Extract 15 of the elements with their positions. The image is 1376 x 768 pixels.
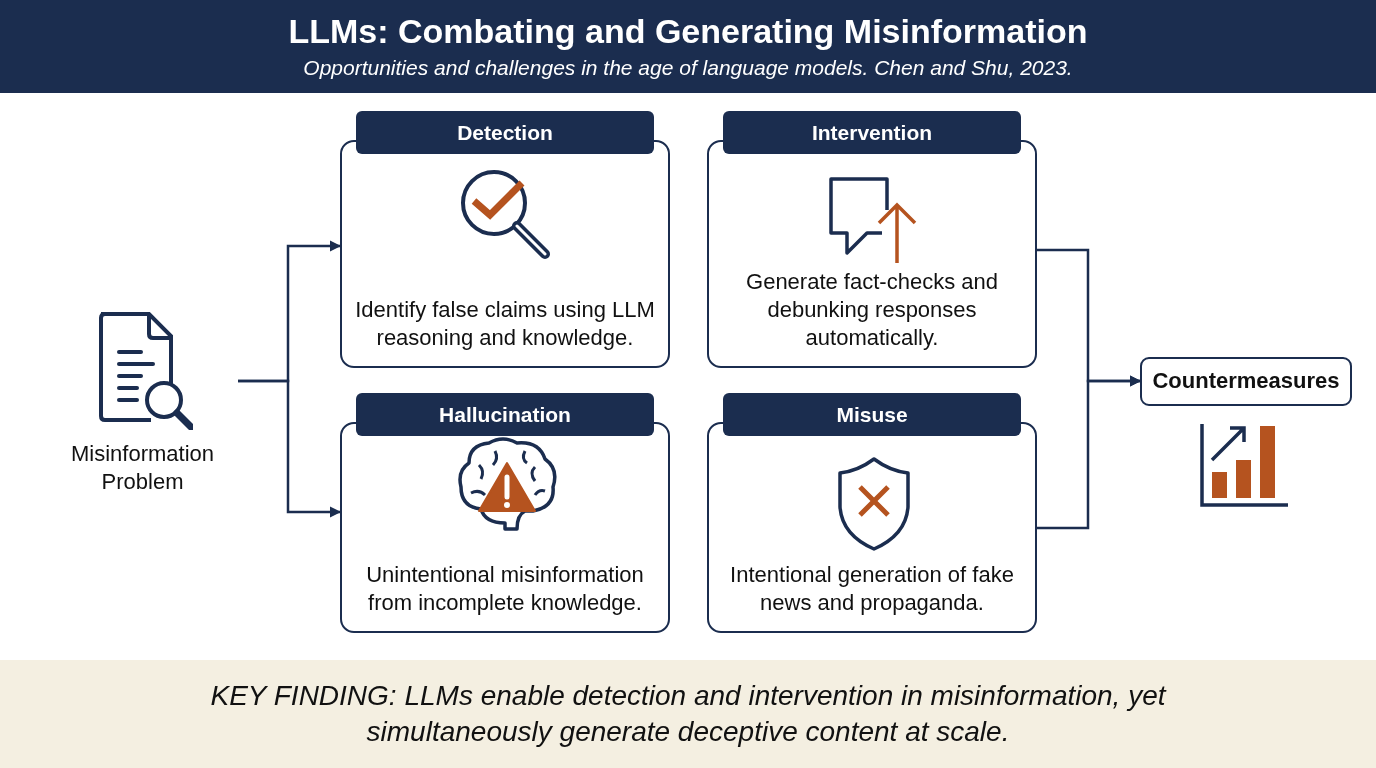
key-finding: KEY FINDING: LLMs enable detection and intervention in misinformation, yet simultaneously generate deceptive content at scale. [209,679,1168,749]
card-description: Generate fact-checks and debunking responses automatically. [745,268,999,352]
card-description: Intentional generation of fake news and propaganda. [729,561,1015,617]
card-header: Misuse [723,393,1021,436]
connector-arrow [238,379,342,518]
card-header: Intervention [723,111,1021,154]
subtitle: Opportunities and challenges in the age of language models. Chen and Shu, 2023. [302,56,1074,80]
result-box: Countermeasures [1140,357,1352,406]
card-description: Identify false claims using LLM reasoning and knowledge. [354,296,656,352]
card-header: Detection [356,111,654,154]
title: LLMs: Combating and Generating Misinformation [287,12,1089,51]
node-label: Misinformation Problem [69,440,215,496]
connector-arrow [1037,375,1142,530]
card-header: Hallucination [356,393,654,436]
card-description: Unintentional misinformation from incomplete knowledge. [365,561,645,617]
